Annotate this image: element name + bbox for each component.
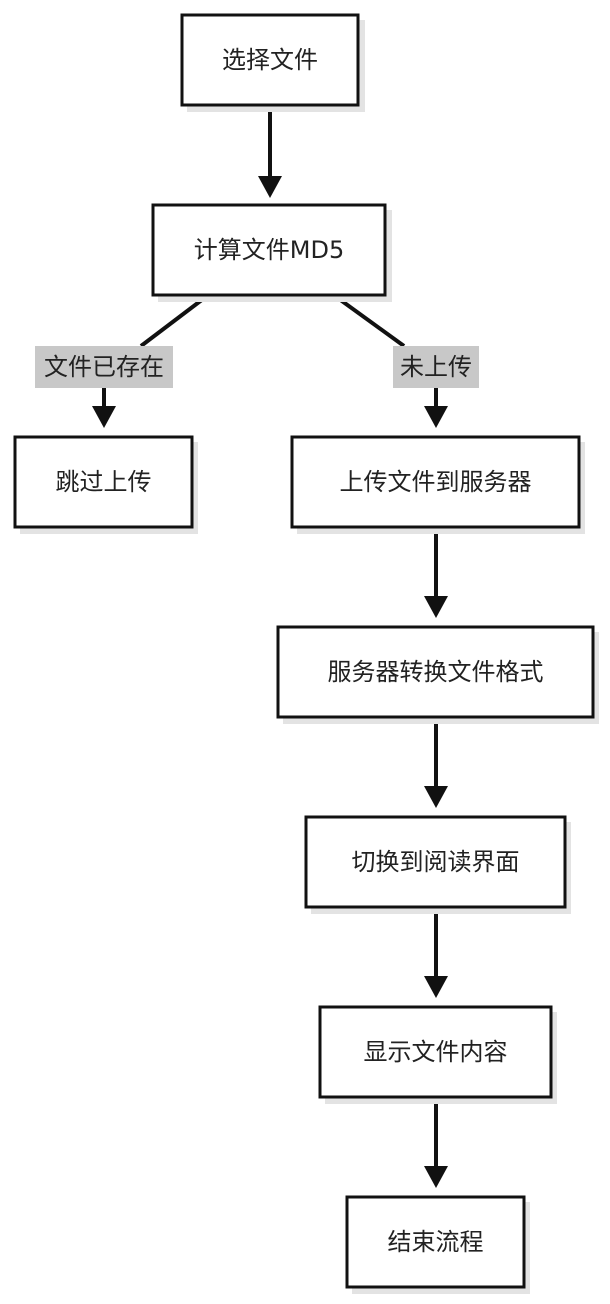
node-compute-md5: 计算文件MD5 xyxy=(151,203,392,302)
node-upload-file-label: 上传文件到服务器 xyxy=(340,468,532,496)
node-select-file-label: 选择文件 xyxy=(222,46,318,74)
node-end-flow-label: 结束流程 xyxy=(388,1228,484,1256)
arrowhead-to-upload xyxy=(424,406,448,428)
node-select-file: 选择文件 xyxy=(180,13,365,112)
edge-compute-to-file-exists-label xyxy=(139,294,209,348)
edge-label-not-uploaded-text: 未上传 xyxy=(400,353,472,381)
node-select-file-box xyxy=(180,13,360,107)
node-switch-reader-box xyxy=(304,815,567,909)
arrowhead-to-switch xyxy=(424,786,448,808)
arrowhead-to-skip xyxy=(92,406,116,428)
node-convert-format: 服务器转换文件格式 xyxy=(276,625,599,724)
node-skip-upload: 跳过上传 xyxy=(13,435,198,534)
edge-label-not-uploaded-bg xyxy=(393,346,479,388)
node-show-content-label: 显示文件内容 xyxy=(364,1038,508,1066)
arrowhead-to-show xyxy=(424,976,448,998)
node-convert-format-box xyxy=(276,625,595,719)
arrowhead-to-end xyxy=(424,1166,448,1188)
edge-label-file-exists: 文件已存在 xyxy=(35,346,173,388)
node-skip-upload-box xyxy=(13,435,194,529)
edge-label-not-uploaded: 未上传 xyxy=(393,346,479,388)
node-switch-reader-label: 切换到阅读界面 xyxy=(352,848,520,876)
node-show-content-box xyxy=(318,1005,553,1099)
node-show-content: 显示文件内容 xyxy=(318,1005,557,1104)
node-convert-format-label: 服务器转换文件格式 xyxy=(328,658,544,686)
arrowhead-select-to-compute xyxy=(258,176,282,198)
node-end-flow-box xyxy=(345,1195,526,1289)
node-compute-md5-label: 计算文件MD5 xyxy=(194,236,344,264)
edge-compute-to-not-uploaded-label xyxy=(333,294,406,348)
node-compute-md5-box xyxy=(151,203,387,297)
node-skip-upload-label: 跳过上传 xyxy=(56,468,152,496)
node-end-flow: 结束流程 xyxy=(345,1195,530,1294)
node-upload-file: 上传文件到服务器 xyxy=(290,435,585,534)
node-upload-file-box xyxy=(290,435,581,529)
edge-label-file-exists-text: 文件已存在 xyxy=(44,353,164,381)
arrowhead-to-convert xyxy=(424,596,448,618)
edges xyxy=(92,106,448,1188)
edge-label-file-exists-bg xyxy=(35,346,173,388)
node-switch-reader: 切换到阅读界面 xyxy=(304,815,571,914)
